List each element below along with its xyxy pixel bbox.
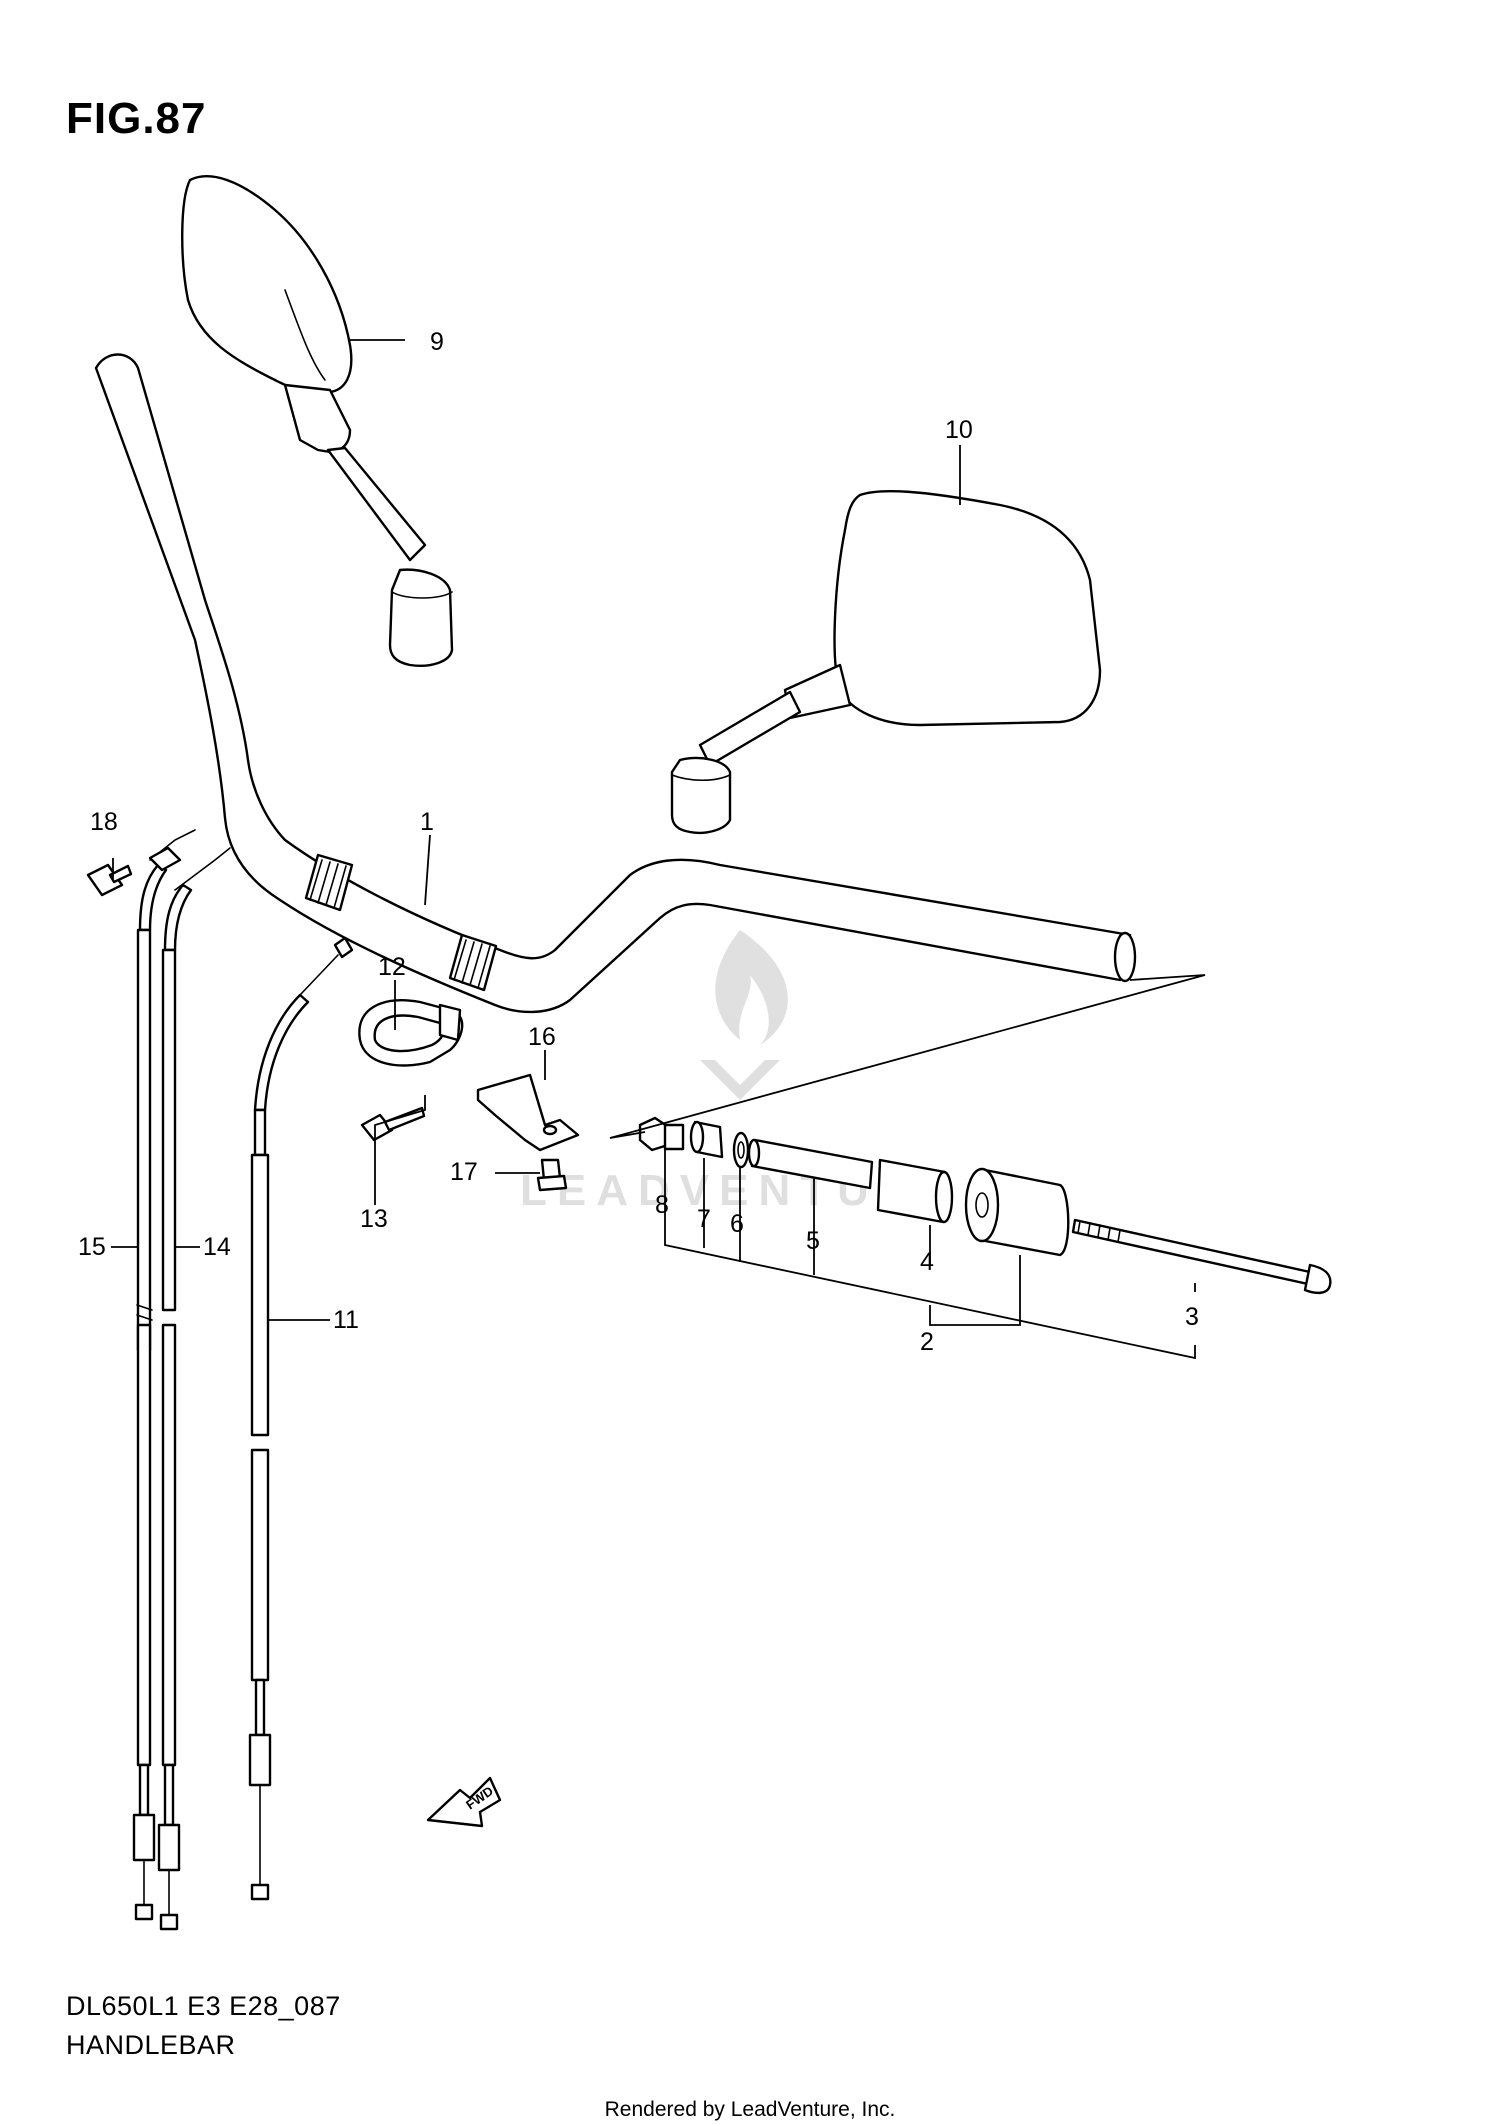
nut-part-8[interactable] — [638, 1116, 685, 1152]
figure-title: FIG.87 — [66, 94, 207, 143]
callout-leader-lines — [111, 339, 1196, 1360]
model-code: DL650L1 E3 E28_087 — [66, 1991, 341, 2021]
washer-part-6[interactable] — [732, 1131, 750, 1169]
callout-12: 12 — [378, 953, 406, 981]
mirror-left-part-9[interactable] — [181, 175, 454, 667]
mirror-right-part-10[interactable] — [670, 489, 1102, 834]
callout-10: 10 — [945, 416, 973, 444]
callout-2: 2 — [920, 1328, 934, 1356]
bolt-part-3[interactable] — [1071, 1218, 1332, 1295]
fwd-arrow-icon: FWD — [426, 1776, 502, 1828]
clutch-cable-part-11[interactable] — [248, 936, 354, 1901]
callout-14: 14 — [203, 1233, 231, 1261]
callout-15: 15 — [78, 1233, 106, 1261]
throttle-cable-part-15[interactable] — [132, 829, 196, 1921]
bolt-part-17[interactable] — [536, 1158, 568, 1192]
callout-7: 7 — [697, 1205, 711, 1233]
handlebar-part-1[interactable] — [94, 353, 1137, 1014]
section-name: HANDLEBAR — [66, 2030, 236, 2060]
bracket-part-16[interactable] — [476, 1073, 580, 1152]
footer-credit: Rendered by LeadVenture, Inc. — [604, 2098, 896, 2121]
callout-13: 13 — [360, 1205, 388, 1233]
callout-9: 9 — [430, 328, 444, 356]
rubber-part-5[interactable] — [747, 1138, 874, 1190]
assembly-guide-lines — [609, 974, 1206, 1139]
balancer-part-2[interactable] — [964, 1167, 1070, 1257]
handlebar-knurl-right — [448, 933, 498, 992]
cable-clamp — [148, 846, 182, 872]
bolt-part-18[interactable] — [86, 863, 133, 897]
callout-16: 16 — [528, 1023, 556, 1051]
handlebar-knurl-left — [304, 853, 354, 912]
callout-11: 11 — [333, 1306, 359, 1334]
callout-17: 17 — [450, 1158, 478, 1186]
callout-8: 8 — [655, 1191, 669, 1219]
callout-3: 3 — [1185, 1303, 1199, 1331]
callout-labels: 9 10 1 12 16 18 17 13 8 7 6 5 4 2 3 15 1… — [78, 328, 1199, 1356]
callout-6: 6 — [730, 1210, 744, 1238]
callout-1: 1 — [420, 808, 434, 836]
sleeve-part-4[interactable] — [876, 1158, 954, 1224]
throttle-cable-part-14[interactable] — [157, 847, 231, 1931]
clamp-part-12[interactable] — [358, 999, 464, 1067]
collar-part-7[interactable] — [689, 1120, 724, 1159]
callout-5: 5 — [806, 1227, 820, 1255]
callout-18: 18 — [90, 808, 118, 836]
callout-4: 4 — [920, 1248, 934, 1276]
